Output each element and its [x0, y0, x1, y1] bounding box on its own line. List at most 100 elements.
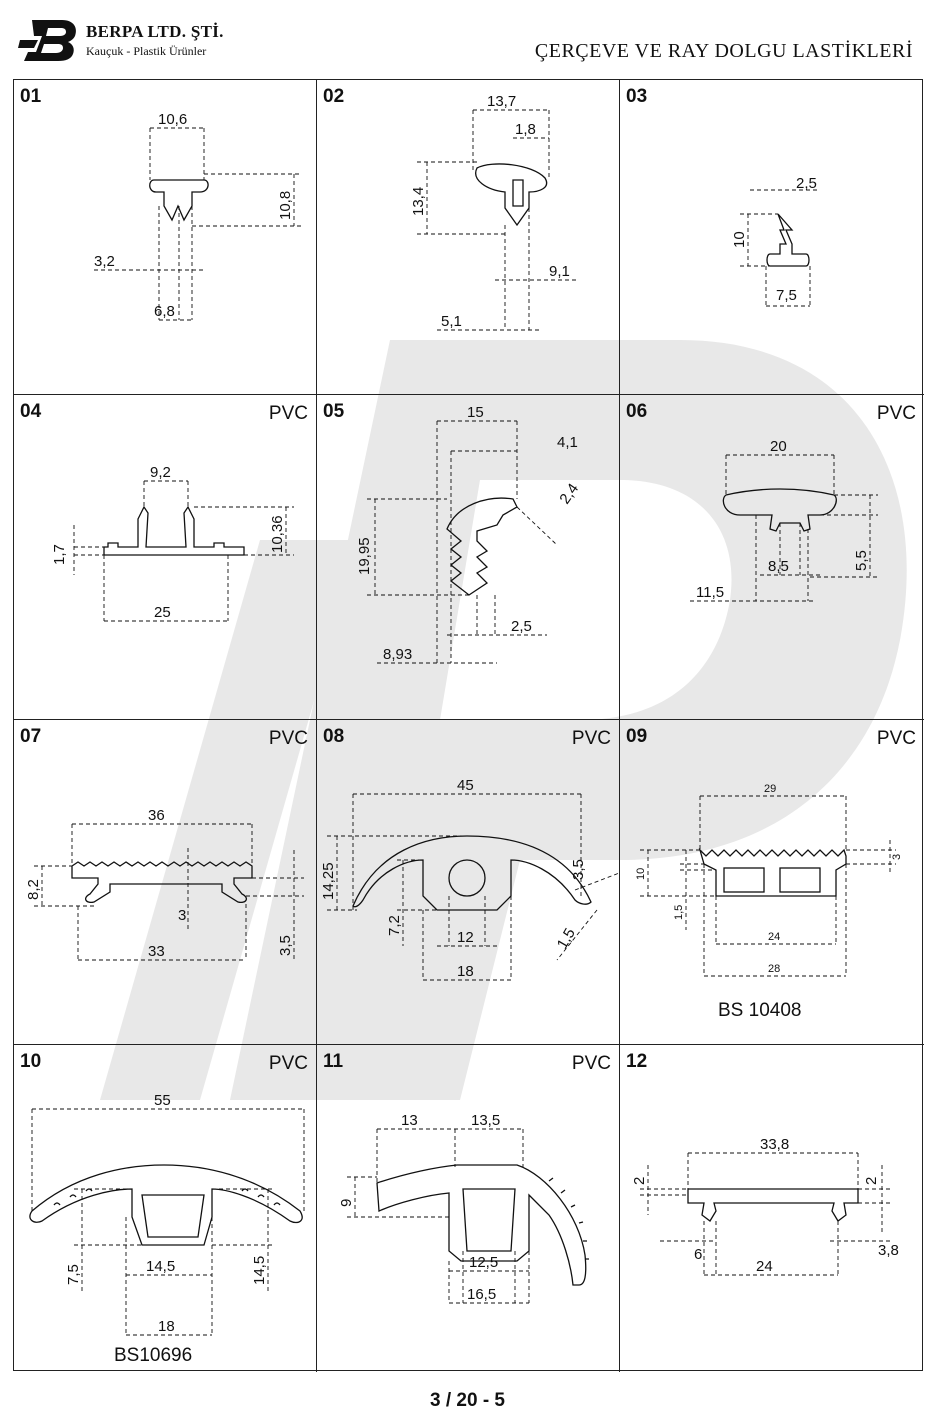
- dim-label: 1,7: [51, 544, 68, 565]
- profile-cell-09: 09 PVC BS 10408 29: [620, 720, 924, 1045]
- berpa-logo-icon: [18, 20, 76, 61]
- profile-number: 12: [626, 1051, 648, 1072]
- material-label: PVC: [268, 403, 308, 424]
- material-label: PVC: [571, 1053, 611, 1074]
- profile-cell-08: 08 PVC 45 3,5 14,25: [317, 720, 620, 1045]
- standard-label: BS10696: [114, 1345, 193, 1366]
- dim-label: 14,25: [320, 862, 337, 900]
- profile-cell-04: 04 PVC 9,2 10,36 1,7 25: [14, 395, 317, 720]
- dim-label: 6,8: [154, 303, 175, 320]
- dim-label: 36: [148, 807, 165, 824]
- dim-label: 2,5: [796, 175, 817, 192]
- profile-cell-11: 11 PVC 13 13,5 9 12,5 16,: [317, 1045, 620, 1372]
- dim-label: 55: [154, 1092, 171, 1109]
- dim-label: 3,2: [94, 253, 115, 270]
- dim-label: 3: [178, 907, 186, 924]
- dim-label: 10: [731, 231, 748, 248]
- profile-drawing: 9,2 10,36 1,7 25: [51, 464, 294, 622]
- profile-number: 08: [323, 726, 345, 747]
- dim-label: 19,95: [356, 537, 373, 575]
- dim-label: 3,5: [570, 859, 587, 880]
- dim-label: 5,5: [853, 550, 870, 571]
- dim-label: 10: [635, 868, 647, 880]
- dim-label: 12: [457, 929, 474, 946]
- profile-cell-06: 06 PVC 20 5,5 8,5 11,5: [620, 395, 924, 720]
- dim-label: 12,5: [469, 1254, 498, 1271]
- profile-drawing: 55 7,5 14,5 14,5 18: [29, 1092, 305, 1336]
- standard-label: BS 10408: [718, 1000, 802, 1021]
- profile-drawing: 33,8 2 2 6 3,8 24: [631, 1136, 899, 1276]
- page-title: ÇERÇEVE VE RAY DOLGU LASTİKLERİ: [534, 40, 913, 62]
- profile-number: 10: [20, 1051, 42, 1072]
- dim-label: 14,5: [146, 1258, 175, 1275]
- profile-number: 03: [626, 86, 648, 107]
- dim-label: 2: [631, 1177, 648, 1185]
- dim-label: 1,5: [673, 905, 685, 920]
- material-label: PVC: [876, 403, 916, 424]
- dim-label: 1,5: [554, 925, 579, 952]
- dim-label: 9,1: [549, 263, 570, 280]
- profile-cell-07: 07 PVC 36 8,2 3 3,5 33: [14, 720, 317, 1045]
- profile-cell-12: 12 33,8 2 2 6 3,8 24: [620, 1045, 924, 1372]
- dim-label: 14,5: [251, 1256, 268, 1285]
- profile-drawing: 10,6 10,8 3,2 6,8: [94, 111, 302, 321]
- material-label: PVC: [571, 728, 611, 749]
- dim-label: 33: [148, 943, 165, 960]
- dim-label: 15: [467, 404, 484, 421]
- profile-drawing: 29 3 10 1,5 24 28: [635, 783, 903, 977]
- dim-label: 11,5: [696, 584, 724, 601]
- dim-label: 10,8: [277, 191, 294, 220]
- profile-number: 02: [323, 86, 345, 107]
- profile-number: 09: [626, 726, 648, 747]
- dim-label: 10,36: [269, 515, 286, 553]
- dim-label: 9: [338, 1199, 355, 1207]
- dim-label: 8,5: [768, 558, 789, 575]
- dim-label: 13,4: [410, 187, 427, 216]
- page-header: BERPA LTD. ŞTİ. Kauçuk - Plastik Ürünler…: [0, 0, 935, 78]
- dim-label: 29: [764, 783, 776, 795]
- dim-label: 2,5: [511, 618, 532, 635]
- profile-drawing: 20 5,5 8,5 11,5: [690, 438, 878, 602]
- profile-number: 04: [20, 401, 42, 422]
- dim-label: 4,1: [557, 434, 578, 451]
- dim-label: 13: [401, 1112, 418, 1129]
- profile-cell-02: 02 13,7 1,8 13,4 9,1 5,1: [317, 80, 620, 395]
- dim-label: 7,2: [386, 915, 403, 936]
- dim-label: 24: [756, 1258, 773, 1275]
- dim-label: 25: [154, 604, 171, 621]
- dim-label: 2,4: [556, 480, 582, 507]
- profile-drawing: 2,5 10 7,5: [731, 175, 820, 307]
- profile-number: 05: [323, 401, 345, 422]
- material-label: PVC: [876, 728, 916, 749]
- dim-label: 16,5: [467, 1286, 496, 1303]
- profile-number: 11: [323, 1051, 344, 1072]
- profile-number: 07: [20, 726, 42, 747]
- company-tagline: Kauçuk - Plastik Ürünler: [86, 44, 207, 58]
- company-name: BERPA LTD. ŞTİ.: [86, 22, 224, 41]
- dim-label: 3,5: [277, 935, 294, 956]
- page-number: 3 / 20 - 5: [430, 1390, 505, 1411]
- dim-label: 8,2: [25, 879, 42, 900]
- dim-label: 24: [768, 931, 780, 943]
- dim-label: 7,5: [776, 287, 797, 304]
- dim-label: 13,5: [471, 1112, 500, 1129]
- dim-label: 3: [891, 854, 903, 860]
- dim-label: 33,8: [760, 1136, 789, 1153]
- profile-cell-01: 01 10,6 10,8 3,2 6,8: [14, 80, 317, 395]
- profile-drawing: 13,7 1,8 13,4 9,1 5,1: [410, 93, 577, 331]
- profile-drawing: 45 3,5 14,25 7,2 12 1,5 18: [320, 777, 620, 981]
- dim-label: 10,6: [158, 111, 187, 128]
- dim-label: 20: [770, 438, 787, 455]
- dim-label: 6: [694, 1246, 702, 1263]
- dim-label: 9,2: [150, 464, 171, 481]
- dim-label: 3,8: [878, 1242, 899, 1259]
- dim-label: 18: [457, 963, 474, 980]
- profile-cell-10: 10 PVC BS10696 55 7,5 14,5: [14, 1045, 317, 1372]
- profile-drawing: 15 4,1 2,4 19,95 2,5 8,93: [356, 404, 582, 664]
- dim-label: 1,8: [515, 121, 536, 138]
- dim-label: 5,1: [441, 313, 462, 330]
- profile-number: 01: [20, 86, 42, 107]
- dim-label: 7,5: [65, 1264, 82, 1285]
- profile-drawing: 13 13,5 9 12,5 16,5: [338, 1112, 589, 1304]
- profile-drawing: 36 8,2 3 3,5 33: [25, 807, 304, 961]
